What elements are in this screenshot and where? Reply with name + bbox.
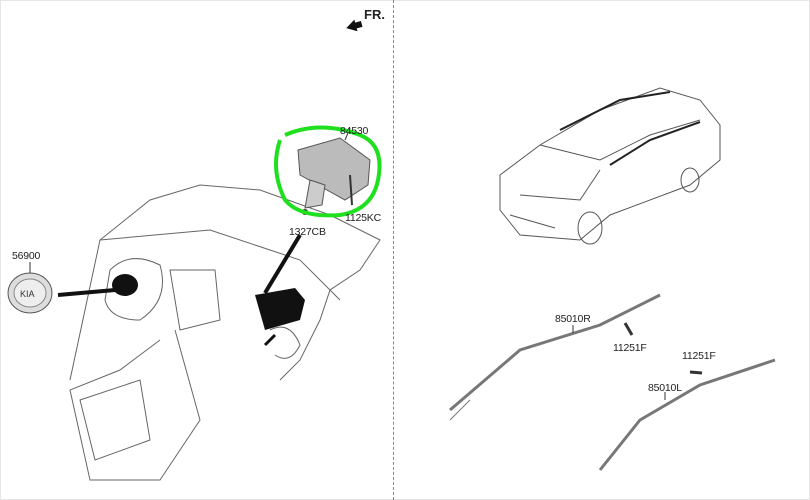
front-arrow-icon: [346, 19, 363, 32]
part-label-curtain-left: 85010L: [648, 382, 682, 394]
curtain-airbag-left-drawing: [598, 358, 776, 471]
part-label-driver-airbag: 56900: [12, 250, 41, 262]
passenger-airbag-detail: [297, 127, 371, 215]
part-label-passenger-airbag: 84530: [340, 125, 369, 137]
section-divider: [393, 0, 394, 500]
part-label-bolt-1327cb: 1327CB: [289, 226, 326, 238]
part-label-clip-left: 11251F: [682, 350, 716, 362]
front-direction-label: FR.: [364, 7, 385, 22]
passenger-airbag-installed: [255, 233, 305, 347]
part-label-curtain-right: 85010R: [555, 313, 591, 325]
part-label-bolt-1125kc: 1125KC: [345, 212, 381, 224]
driver-airbag-drawing: KIA: [7, 262, 138, 314]
highlight-circle: [274, 125, 382, 218]
curtain-airbag-right-drawing: [449, 293, 661, 421]
dashboard-drawing: [69, 184, 381, 481]
svg-text:KIA: KIA: [20, 289, 35, 299]
car-drawing: [499, 87, 721, 245]
part-label-clip-right: 11251F: [613, 342, 647, 354]
